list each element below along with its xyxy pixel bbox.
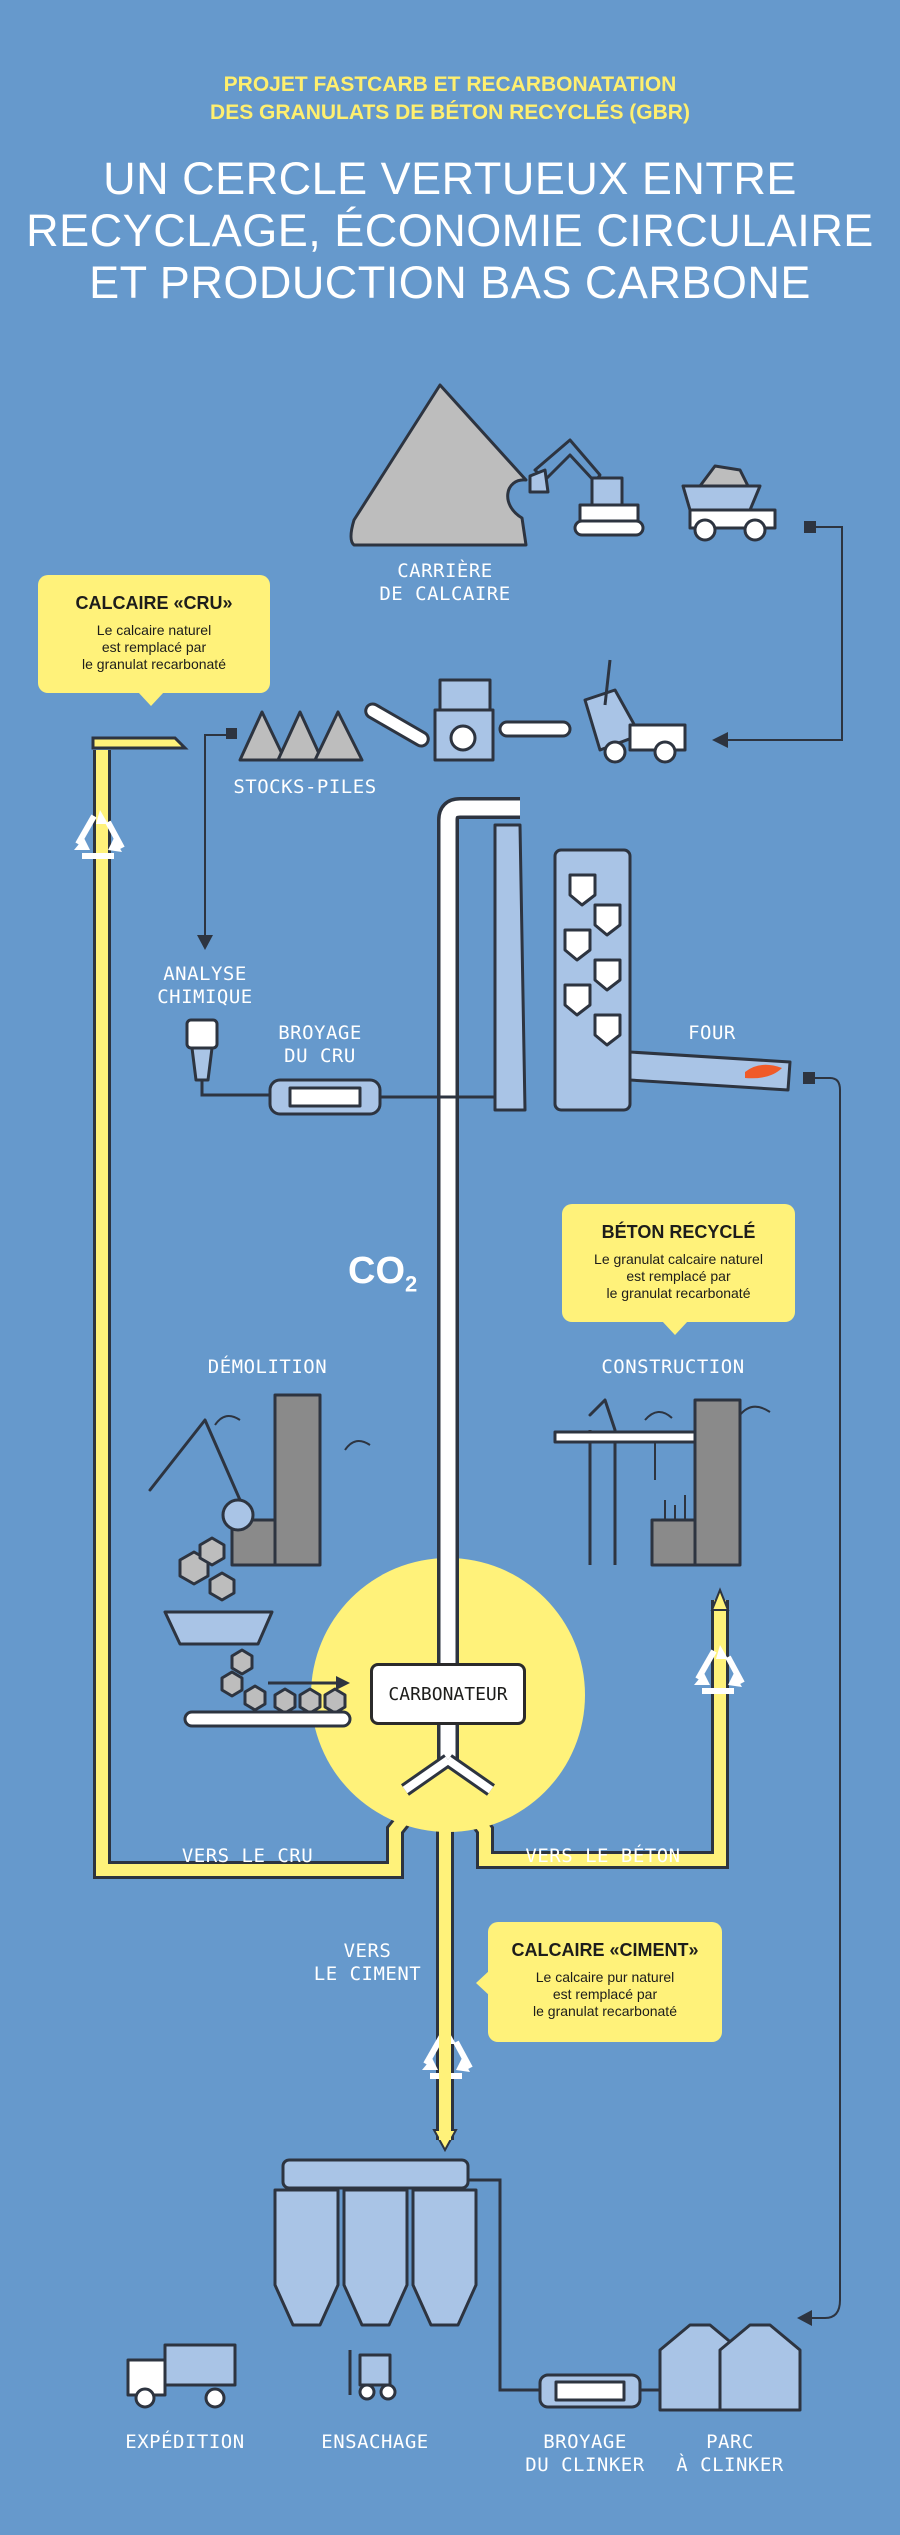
callout-cru-title: CALCAIRE «CRU» — [75, 593, 233, 613]
loader-truck-icon — [583, 659, 687, 764]
callout-cru-line-3: le granulat recarbonaté — [82, 656, 226, 672]
preheater-tower-icon — [493, 823, 632, 1112]
callout-ciment-body: Le calcaire pur naturel est remplacé par… — [488, 1969, 722, 2020]
callout-calcaire-ciment: CALCAIRE «CIMENT» Le calcaire pur nature… — [476, 1922, 722, 2042]
label-broyage-clinker: BROYAGE DU CLINKER — [515, 2431, 655, 2477]
supertitle-line-2: DES GRANULATS DE BÉTON RECYCLÉS (GBR) — [210, 101, 690, 124]
label-carriere: CARRIÈRE DE CALCAIRE — [360, 560, 530, 606]
crane-icon — [553, 1398, 702, 1565]
analysis-flask-icon — [185, 1018, 219, 1082]
forklift-icon — [348, 2350, 397, 2401]
dump-truck-icon — [681, 464, 777, 542]
callout-beton-line-3: le granulat recarbonaté — [606, 1285, 751, 1301]
label-parc-clinker-line-1: PARC — [706, 2431, 754, 2453]
label-analyse: ANALYSE CHIMIQUE — [135, 963, 275, 1009]
label-four: FOUR — [688, 1022, 736, 1044]
label-vers-beton: VERS LE BÉTON — [525, 1845, 681, 1867]
excavator-icon — [528, 438, 645, 537]
truck-icon — [126, 2343, 237, 2409]
callout-cru-line-1: Le calcaire naturel — [96, 622, 212, 638]
callout-beton-body: Le granulat calcaire naturel est remplac… — [562, 1251, 795, 1302]
label-stocks: STOCKS-PILES — [233, 776, 377, 798]
label-demolition: DÉMOLITION — [207, 1356, 328, 1378]
label-broyage-cru: BROYAGE DU CRU — [260, 1022, 380, 1068]
stockpiles-icon — [238, 710, 364, 762]
co2-label: CO2 — [348, 1250, 417, 1298]
title-line-3: ET PRODUCTION BAS CARBONE — [89, 257, 811, 308]
callout-ciment-title: CALCAIRE «CIMENT» — [511, 1940, 699, 1960]
callout-beton-title: BÉTON RECYCLÉ — [601, 1222, 756, 1242]
label-broyage-clinker-line-1: BROYAGE — [543, 2431, 627, 2453]
cement-silos-icon — [273, 2158, 478, 2327]
label-parc-clinker-line-2: À CLINKER — [676, 2454, 784, 2476]
callout-calcaire-cru: CALCAIRE «CRU» Le calcaire naturel est r… — [38, 575, 270, 706]
callout-ciment-line-2: est remplacé par — [552, 1986, 658, 2002]
demolition-building-icon — [148, 1393, 371, 1602]
callout-beton-line-1: Le granulat calcaire naturel — [594, 1251, 763, 1267]
co2-text: CO — [348, 1250, 405, 1292]
callout-ciment-line-1: Le calcaire pur naturel — [535, 1969, 675, 1985]
callout-cru-line-2: est remplacé par — [101, 639, 207, 655]
title-line-2: RECYCLAGE, ÉCONOMIE CIRCULAIRE — [26, 205, 874, 256]
callout-beton-recycle: BÉTON RECYCLÉ Le granulat calcaire natur… — [562, 1204, 795, 1335]
conveyor-icon — [364, 702, 430, 748]
clinker-storage-icon — [658, 2323, 802, 2412]
clinker-mill-icon — [538, 2373, 642, 2409]
label-broyage-clinker-line-2: DU CLINKER — [525, 2454, 645, 2476]
label-vers-cru: VERS LE CRU — [181, 1845, 314, 1867]
callout-cru-body: Le calcaire naturel est remplacé par le … — [38, 622, 270, 673]
limestone-quarry-icon — [349, 383, 528, 547]
aggregates-icon — [220, 1648, 347, 1715]
label-broyage-cru-line-2: DU CRU — [284, 1045, 356, 1067]
label-carriere-line-1: CARRIÈRE — [397, 560, 493, 582]
hopper-icon — [163, 1610, 274, 1646]
co2-subscript: 2 — [405, 1271, 418, 1297]
label-parc-clinker: PARC À CLINKER — [670, 2431, 790, 2477]
label-expedition: EXPÉDITION — [125, 2431, 245, 2453]
crusher-icon — [433, 678, 495, 762]
label-analyse-line-2: CHIMIQUE — [157, 986, 253, 1008]
label-ensachage: ENSACHAGE — [321, 2431, 429, 2453]
label-vers-ciment-line-1: VERS — [343, 1940, 392, 1962]
label-vers-ciment-line-2: LE CIMENT — [313, 1963, 422, 1985]
label-analyse-line-1: ANALYSE — [163, 963, 247, 985]
building-under-construction-icon — [644, 1398, 771, 1567]
carbonateur-box: CARBONATEUR — [370, 1663, 526, 1725]
supertitle-line-1: PROJET FASTCARB ET RECARBONATATION — [223, 73, 677, 96]
callout-beton-line-2: est remplacé par — [626, 1268, 731, 1284]
label-broyage-cru-line-1: BROYAGE — [278, 1022, 362, 1044]
label-vers-ciment: VERS LE CIMENT — [300, 1940, 435, 1986]
rotary-kiln-icon — [628, 1050, 792, 1092]
raw-mill-icon — [268, 1078, 382, 1116]
label-carriere-line-2: DE CALCAIRE — [379, 583, 511, 605]
title-line-1: UN CERCLE VERTUEUX ENTRE — [103, 153, 797, 204]
callout-ciment-line-3: le granulat recarbonaté — [533, 2003, 677, 2019]
label-construction: CONSTRUCTION — [601, 1356, 745, 1378]
